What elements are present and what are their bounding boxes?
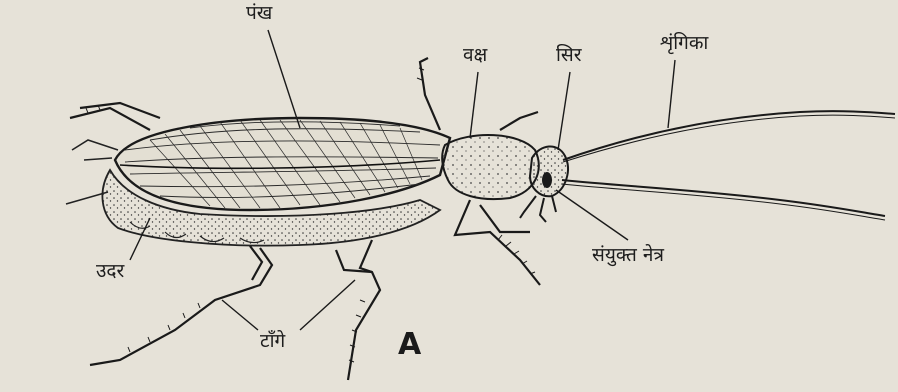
wings bbox=[115, 118, 450, 210]
antennae bbox=[562, 111, 895, 220]
abdomen-label: उदर bbox=[96, 262, 124, 281]
compound-eye-shape bbox=[542, 172, 552, 188]
legs-label: टाँगे bbox=[260, 332, 285, 351]
head-label: सिर bbox=[556, 46, 582, 65]
thorax-shape bbox=[442, 135, 539, 199]
wing-label: पंख bbox=[246, 4, 272, 23]
antenna-label: शृंगिका bbox=[660, 34, 708, 53]
thorax-label: वक्ष bbox=[463, 46, 487, 65]
panel-label: A bbox=[398, 330, 421, 360]
compound-eye-label: संयुक्त नेत्र bbox=[592, 246, 664, 265]
